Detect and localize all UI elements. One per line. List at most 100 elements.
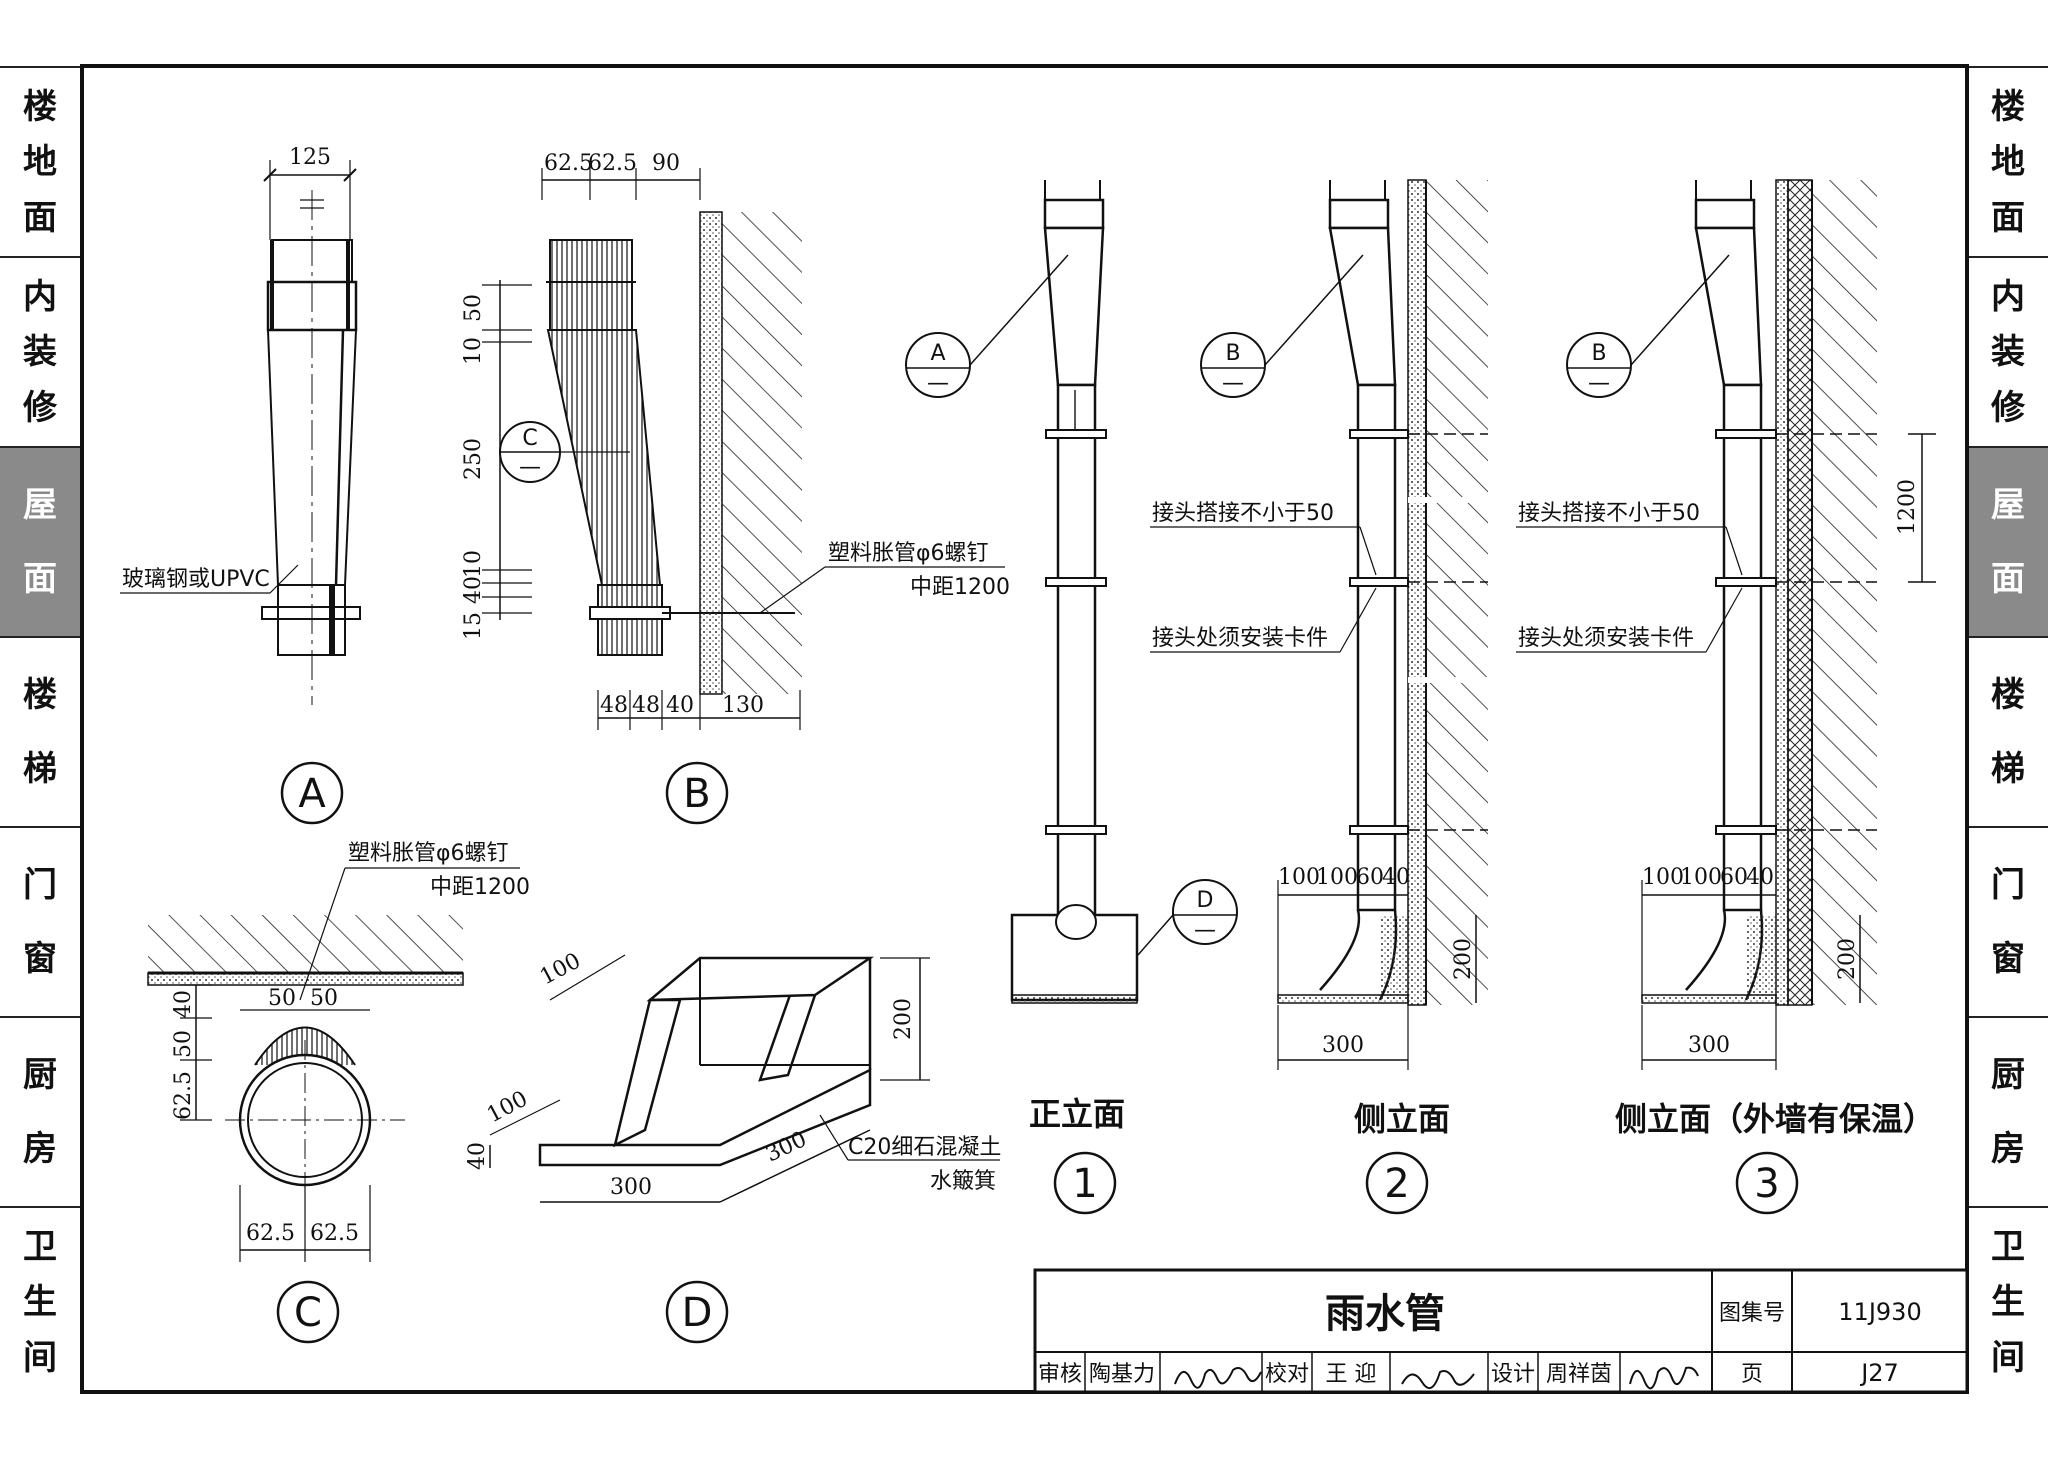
detail-b-label: B [683,771,710,817]
category-tab-char: 面 [1991,559,2025,599]
detail-b-left-dim-1: 10 [461,337,486,365]
title-block-page-label: 页 [1741,1362,1763,1387]
view-1-callout-a-sub: — [927,371,949,396]
view-2-caption: 侧立面 [1354,1100,1450,1138]
detail-c-top-dim-2: 50 [310,986,338,1011]
detail-c-left-dim-3: 62.5 [171,1071,196,1120]
view-3-callout-b: B [1591,341,1606,366]
title-block: 雨水管 图集号 11J930 页 J27 审核 陶基力 校对 王 迎 设计 周祥… [1033,1268,1969,1394]
view-3-joint-note: 接头搭接不小于50 [1518,501,1700,526]
view-3-clamp-note: 接头处须安装卡件 [1518,626,1694,651]
view-3-bottom-dim-1: 100 [1642,865,1684,890]
detail-b-bolt-note-2: 中距1200 [910,575,1010,600]
detail-a-width-dim: 125 [289,145,331,170]
view-3-side-elevation-insulated: B — 接头搭接不小于50 接头处须安装卡件 1200 100 100 60 4… [1516,179,1936,1215]
detail-b-top-dim-1: 62.5 [544,151,593,176]
category-tab-char: 面 [23,197,57,238]
detail-d-material-note-1: C20细石混凝土 [848,1135,1001,1160]
category-tab-char: 屋 [1991,485,2025,525]
title-block-design-label: 设计 [1491,1362,1535,1387]
view-3-bottom-dim-4: 40 [1746,865,1774,890]
category-tab-char: 梯 [1991,749,2025,789]
detail-a-label: A [298,771,326,817]
category-tab-char: 卫 [1991,1226,2025,1267]
right-category-tab-0[interactable]: 楼地面 [1968,66,2048,256]
detail-b: 62.5 62.5 90 10 50 250 10 40 15 C — [461,151,1010,825]
detail-b-left-dim-5: 40 [461,576,486,604]
right-category-tab-6[interactable]: 卫生间 [1968,1206,2048,1396]
left-category-tab-0[interactable]: 楼地面 [0,66,80,256]
category-tab-char: 门 [23,865,57,905]
category-tab-char: 间 [23,1337,57,1378]
view-2-joint-note: 接头搭接不小于50 [1152,501,1334,526]
drawing-frame [80,64,1969,1394]
category-tab-char: 内 [23,276,57,317]
left-category-tab-3[interactable]: 楼梯 [0,636,80,826]
detail-b-left-dim-6: 15 [461,612,486,640]
detail-b-callout-c-sub: — [519,455,541,480]
detail-d-dim-height: 200 [891,998,916,1040]
left-category-tab-2[interactable]: 屋面 [0,446,80,636]
detail-c: 塑料胀管φ6螺钉 中距1200 50 50 40 50 62.5 62.5 62… [147,841,530,1344]
view-1-callout-a: A [930,341,945,366]
right-category-tab-2[interactable]: 屋面 [1968,446,2048,636]
detail-d-material-note-2: 水簸箕 [930,1169,996,1194]
title-block-atlas-no: 11J930 [1838,1298,1921,1326]
category-tab-char: 生 [1991,1282,2025,1322]
category-tab-char: 内 [1991,276,2025,317]
detail-d: 100 100 200 40 300 300 C20细石混凝土 水簸箕 D [465,949,1001,1344]
category-tab-char: 修 [23,387,57,428]
left-category-tab-4[interactable]: 门窗 [0,826,80,1016]
right-category-tab-1[interactable]: 内装修 [1968,256,2048,446]
view-2-number: 2 [1384,1161,1409,1207]
title-block-designer: 周祥茵 [1546,1362,1612,1387]
right-category-tab-3[interactable]: 楼梯 [1968,636,2048,826]
view-2-bottom-dim-3: 60 [1356,865,1384,890]
detail-c-bottom-dim-1: 62.5 [246,1221,295,1246]
view-3-bottom-dim-2: 100 [1680,865,1722,890]
right-category-tab-5[interactable]: 厨房 [1968,1016,2048,1206]
checker-signature [1401,1370,1475,1390]
category-tab-char: 面 [23,559,57,599]
detail-b-bolt-note-1: 塑料胀管φ6螺钉 [828,541,989,566]
detail-d-label: D [682,1290,713,1336]
category-tab-char: 装 [23,332,57,372]
title-block-check-label: 校对 [1265,1362,1309,1387]
category-tab-char: 地 [23,142,57,182]
detail-b-callout-c: C [522,426,537,451]
detail-b-bottom-dim-2: 48 [632,693,660,718]
detail-c-left-dim-2: 50 [171,1030,196,1058]
view-1-front-elevation: A — D — 正立面 1 [905,180,1238,1215]
category-tab-char: 梯 [23,749,57,789]
title-block-atlas-label: 图集号 [1719,1301,1785,1326]
left-category-tab-6[interactable]: 卫生间 [0,1206,80,1396]
title-block-page-no: J27 [1859,1359,1899,1387]
left-category-tab-5[interactable]: 厨房 [0,1016,80,1206]
category-tab-char: 楼 [23,675,57,715]
category-tab-char: 装 [1991,332,2025,372]
category-tab-char: 面 [1991,197,2025,238]
category-tab-char: 厨 [1991,1055,2025,1095]
view-1-callout-d-sub: — [1194,918,1216,943]
detail-b-bottom-dim-3: 40 [666,693,694,718]
designer-signature [1629,1366,1699,1390]
detail-c-bolt-note-1: 塑料胀管φ6螺钉 [348,841,509,866]
view-3-width-dim: 300 [1688,1033,1730,1058]
view-2-callout-b-sub: — [1222,371,1244,396]
category-tab-char: 卫 [23,1226,57,1267]
view-3-spacing-dim: 1200 [1895,479,1920,535]
view-2-callout-b: B [1225,341,1240,366]
detail-b-bottom-dim-4: 130 [722,693,764,718]
view-1-callout-d: D [1197,888,1214,913]
view-2-bottom-dim-1: 100 [1278,865,1320,890]
title-block-title: 雨水管 [1325,1291,1445,1337]
detail-b-top-dim-3: 90 [652,151,680,176]
view-3-callout-b-sub: — [1588,371,1610,396]
view-2-height-dim: 200 [1451,938,1476,980]
left-category-tab-1[interactable]: 内装修 [0,256,80,446]
right-category-tab-4[interactable]: 门窗 [1968,826,2048,1016]
title-block-reviewer: 陶基力 [1089,1362,1155,1387]
reviewer-signature [1174,1367,1262,1389]
category-tab-char: 房 [1991,1129,2025,1169]
